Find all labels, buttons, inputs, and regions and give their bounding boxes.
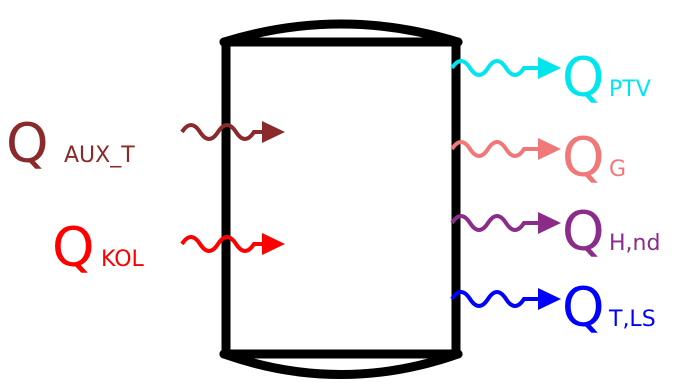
arrowhead bbox=[262, 233, 285, 255]
wavy-arrow-shaft bbox=[450, 140, 540, 158]
tank-top-dome bbox=[219, 19, 463, 47]
label-q-hnd: Q H,nd bbox=[562, 200, 660, 263]
q-subscript: T,LS bbox=[608, 307, 656, 332]
wavy-arrow-shaft bbox=[450, 214, 540, 232]
wavy-arrow-shaft bbox=[450, 290, 540, 308]
heat-flow-q-tls: Q T,LS bbox=[450, 276, 656, 339]
label-q-tls: Q T,LS bbox=[562, 276, 656, 339]
q-symbol: Q bbox=[6, 112, 49, 175]
q-symbol: Q bbox=[562, 46, 605, 109]
arrowhead bbox=[538, 138, 561, 160]
heat-flow-q-ptv: Q PTV bbox=[450, 46, 651, 109]
q-subscript: AUX_T bbox=[64, 143, 135, 168]
wavy-arrow-shaft bbox=[180, 123, 264, 141]
heat-flow-q-kol: Q KOL bbox=[52, 216, 285, 279]
q-symbol: Q bbox=[52, 216, 95, 279]
label-q-g: Q G bbox=[562, 126, 626, 189]
heat-flow-q-aux-t: Q AUX_T bbox=[6, 112, 285, 175]
heat-flow-q-g: Q G bbox=[450, 126, 626, 189]
arrowhead bbox=[538, 57, 561, 79]
label-q-kol: Q KOL bbox=[52, 216, 145, 279]
arrowhead bbox=[538, 212, 561, 234]
q-subscript: H,nd bbox=[609, 231, 660, 256]
q-symbol: Q bbox=[562, 126, 605, 189]
q-symbol: Q bbox=[562, 276, 605, 339]
label-q-aux-t: Q AUX_T bbox=[6, 112, 135, 175]
wavy-arrow-shaft bbox=[450, 59, 540, 77]
storage-tank bbox=[219, 19, 463, 379]
q-symbol: Q bbox=[562, 200, 605, 263]
q-subscript: KOL bbox=[101, 247, 145, 272]
wavy-arrow-shaft bbox=[180, 235, 264, 253]
arrowhead bbox=[262, 121, 285, 143]
tank-bottom-dome bbox=[219, 349, 463, 379]
arrowhead bbox=[538, 288, 561, 310]
heat-flow-q-hnd: Q H,nd bbox=[450, 200, 660, 263]
label-q-ptv: Q PTV bbox=[562, 46, 651, 109]
q-subscript: PTV bbox=[609, 77, 651, 102]
q-subscript: G bbox=[609, 157, 626, 182]
